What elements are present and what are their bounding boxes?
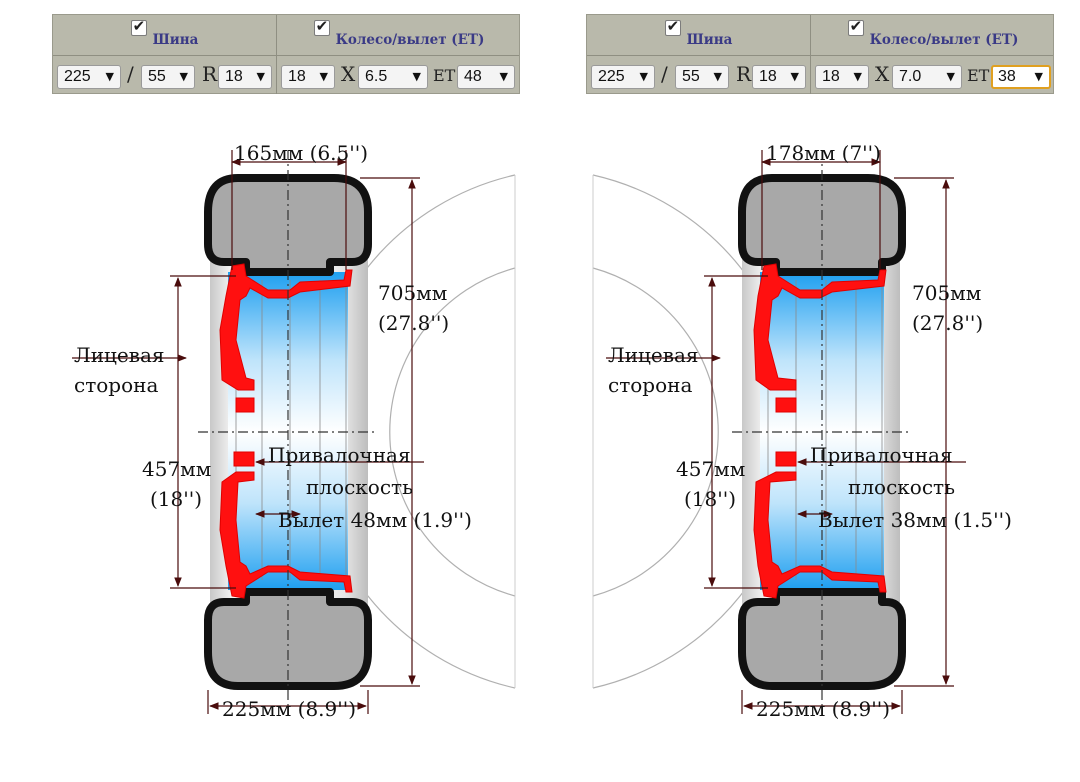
- tire-header: Шина: [53, 15, 277, 55]
- centerlines: [732, 150, 912, 710]
- face-label-2: сторона: [608, 373, 692, 397]
- mount-label-1: Привалочная: [268, 443, 411, 467]
- r-separator: R: [202, 62, 218, 86]
- outer-diameter-in: (27.8''): [378, 311, 449, 335]
- tire-diameter-value: 18: [759, 68, 777, 85]
- tire-profile-select[interactable]: 55 ▼: [675, 65, 729, 89]
- wheel-diameter-value: 18: [288, 68, 306, 85]
- wheel-diameter-select[interactable]: 18 ▼: [815, 65, 869, 89]
- tire-diameter-value: 18: [225, 68, 243, 85]
- offset-label: Вылет 48мм (1.9''): [278, 508, 472, 532]
- tire-profile-value: 55: [682, 68, 700, 85]
- divider: [276, 56, 277, 94]
- rim-width-label: 178мм (7''): [766, 141, 881, 165]
- rim-width-select[interactable]: 6.5 ▼: [358, 65, 428, 89]
- mount-label-1: Привалочная: [810, 443, 953, 467]
- tire-width-select[interactable]: 225 ▼: [57, 65, 121, 89]
- offset-select[interactable]: 38 ▼: [991, 65, 1051, 89]
- rim-diameter-in: (18''): [684, 487, 736, 511]
- slash-separator: /: [127, 62, 134, 86]
- tire-width-value: 225: [598, 68, 625, 85]
- tire-header-label: Шина: [152, 32, 199, 48]
- tire-profile-select[interactable]: 55 ▼: [141, 65, 195, 89]
- wheel-checkbox[interactable]: [313, 17, 330, 36]
- offset-value: 38: [998, 68, 1016, 85]
- divider: [810, 56, 811, 94]
- wheel-checkbox[interactable]: [847, 17, 864, 36]
- outer-diameter-mm: 705мм: [912, 281, 981, 305]
- wheel-diagram-right: 178мм (7'') 705мм (27.8'') Лицевая сторо…: [592, 141, 1012, 721]
- selector-row: 225 ▼ / 55 ▼ R 18 ▼ 18 ▼ X 7.0 ▼ ET 38 ▼: [587, 55, 1053, 94]
- tire-diameter-select[interactable]: 18 ▼: [752, 65, 806, 89]
- chevron-down-icon: ▼: [946, 70, 955, 83]
- mount-label-2: плоскость: [848, 475, 955, 499]
- chevron-down-icon: ▼: [639, 70, 648, 83]
- wheel-header: Колесо/вылет (ET): [811, 15, 1055, 55]
- rim-diameter-mm: 457мм: [676, 457, 745, 481]
- tire-header: Шина: [587, 15, 811, 55]
- chevron-down-icon: ▼: [790, 70, 799, 83]
- x-separator: X: [341, 62, 356, 86]
- tire-diameter-select[interactable]: 18 ▼: [218, 65, 272, 89]
- rim-diameter-dimension: [170, 275, 236, 589]
- rim-diameter-mm: 457мм: [142, 457, 211, 481]
- chevron-down-icon: ▼: [319, 70, 328, 83]
- face-label-1: Лицевая: [608, 343, 699, 367]
- chevron-down-icon: ▼: [256, 70, 265, 83]
- et-separator: ET: [967, 66, 990, 85]
- tire-checkbox[interactable]: [130, 17, 147, 36]
- chevron-down-icon: ▼: [713, 70, 722, 83]
- offset-label: Вылет 38мм (1.5''): [818, 508, 1012, 532]
- chevron-down-icon: ▼: [105, 70, 114, 83]
- chevron-down-icon: ▼: [499, 70, 508, 83]
- rim-diameter-in: (18''): [150, 487, 202, 511]
- face-label-1: Лицевая: [74, 343, 165, 367]
- centerlines: [198, 150, 378, 710]
- tire-width-dimension: [741, 690, 903, 714]
- tire-checkbox[interactable]: [664, 17, 681, 36]
- tire-profile-value: 55: [148, 68, 166, 85]
- wheel-header: Колесо/вылет (ET): [277, 15, 521, 55]
- wheel-diameter-value: 18: [822, 68, 840, 85]
- chevron-down-icon: ▼: [412, 70, 421, 83]
- wheel-diagram-left: 165мм (6.5'') 705мм (27.8'') Лицевая сто…: [72, 141, 516, 721]
- outer-diameter-dimension: [894, 177, 954, 687]
- rim-width-select[interactable]: 7.0 ▼: [892, 65, 962, 89]
- tire-wheel-panel-left: Шина Колесо/вылет (ET) 225 ▼ / 55 ▼ R 18 ▼ …: [52, 14, 520, 94]
- face-label-2: сторона: [74, 373, 158, 397]
- x-separator: X: [875, 62, 890, 86]
- wheel-header-label: Колесо/вылет (ET): [335, 32, 485, 48]
- chevron-down-icon: ▼: [179, 70, 188, 83]
- outer-diameter-dimension: [360, 177, 420, 687]
- slash-separator: /: [661, 62, 668, 86]
- offset-value: 48: [464, 68, 482, 85]
- tire-width-select[interactable]: 225 ▼: [591, 65, 655, 89]
- rim-width-dimension: [231, 150, 347, 270]
- tire-width-value: 225: [64, 68, 91, 85]
- rim-width-value: 6.5: [365, 68, 388, 85]
- tire-header-label: Шина: [686, 32, 733, 48]
- tire-wheel-panel-right: Шина Колесо/вылет (ET) 225 ▼ / 55 ▼ R 18 ▼ …: [586, 14, 1054, 94]
- wheel-diameter-select[interactable]: 18 ▼: [281, 65, 335, 89]
- tire-width-label: 225мм (8.9''): [756, 697, 890, 721]
- rim-width-dimension: [761, 150, 881, 270]
- outer-diameter-in: (27.8''): [912, 311, 983, 335]
- et-separator: ET: [433, 66, 456, 85]
- rim-width-label: 165мм (6.5''): [234, 141, 368, 165]
- wheel-header-label: Колесо/вылет (ET): [869, 32, 1019, 48]
- offset-select[interactable]: 48 ▼: [457, 65, 515, 89]
- r-separator: R: [736, 62, 752, 86]
- tire-width-label: 225мм (8.9''): [222, 697, 356, 721]
- chevron-down-icon: ▼: [1034, 70, 1043, 83]
- chevron-down-icon: ▼: [853, 70, 862, 83]
- tire-width-dimension: [207, 690, 369, 714]
- rim-diameter-dimension: [704, 275, 768, 589]
- rim-width-value: 7.0: [899, 68, 922, 85]
- selector-row: 225 ▼ / 55 ▼ R 18 ▼ 18 ▼ X 6.5 ▼ ET 48 ▼: [53, 55, 519, 94]
- outer-diameter-mm: 705мм: [378, 281, 447, 305]
- mount-label-2: плоскость: [306, 475, 413, 499]
